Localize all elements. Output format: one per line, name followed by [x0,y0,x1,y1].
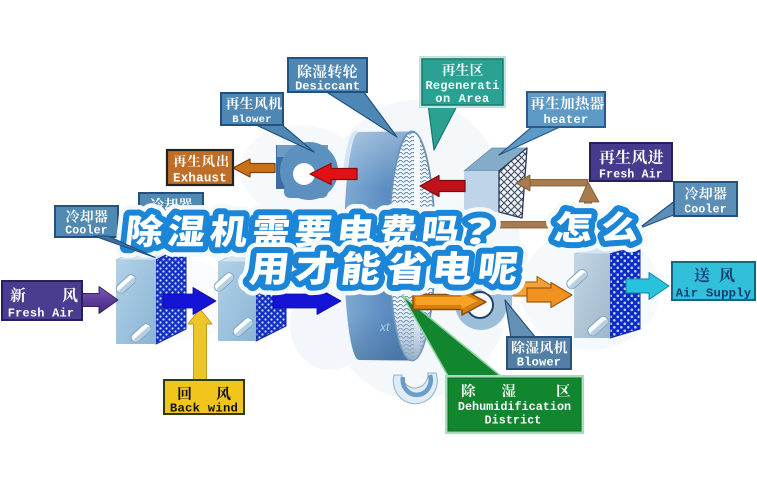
svg-text:Fresh Air: Fresh Air [8,307,75,321]
svg-text:District: District [485,415,542,428]
svg-text:Cooler: Cooler [65,225,108,238]
svg-text:Exhaust: Exhaust [173,172,227,186]
svg-text:Back wind: Back wind [170,402,238,416]
svg-text:on Area: on Area [435,92,490,106]
svg-text:Air Supply: Air Supply [676,287,752,301]
svg-text:Blower: Blower [232,114,272,126]
svg-text:Blower: Blower [517,356,561,370]
svg-text:Dehumidification: Dehumidification [458,400,571,414]
svg-text:Cooler: Cooler [684,204,727,217]
svg-text:Fresh Air: Fresh Air [599,169,663,182]
svg-text:Regenerati: Regenerati [425,79,499,93]
svg-text:xt: xt [379,320,390,334]
svg-text:Desiccant: Desiccant [295,80,360,94]
svg-text:heater: heater [543,113,588,127]
